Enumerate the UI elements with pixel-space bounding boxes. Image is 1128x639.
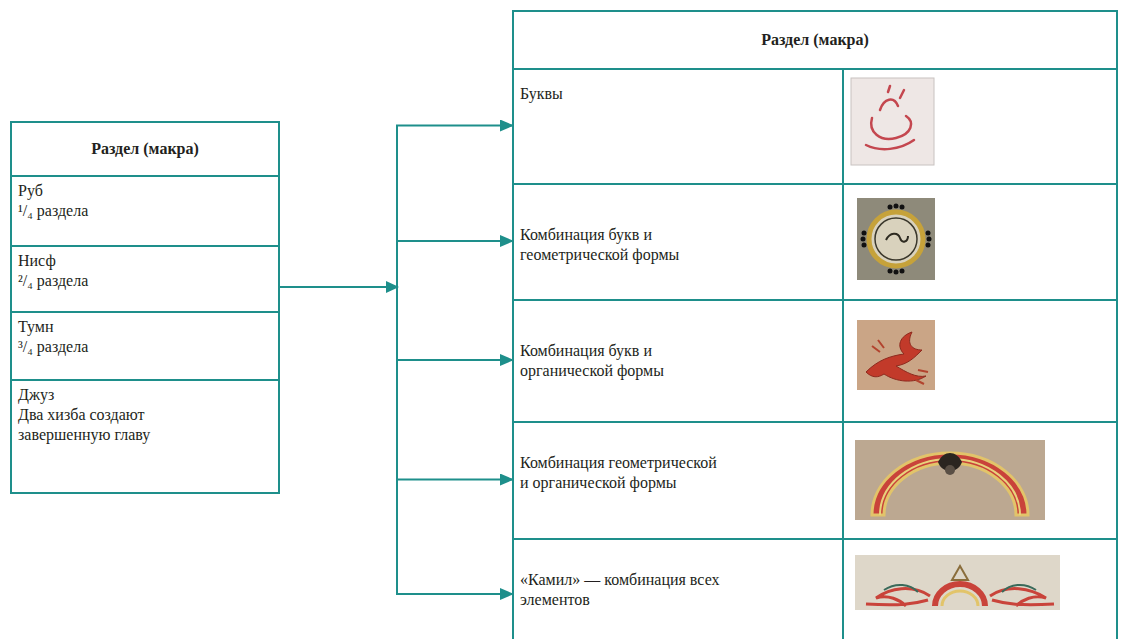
row-text: Комбинация букв и геометрической формы — [520, 225, 725, 265]
row-text: ³/₄ раздела — [18, 337, 198, 357]
row-text: Руб — [18, 181, 198, 201]
table-box: Раздел (макра)Руб¹/₄ разделаНисф²/₄ разд… — [10, 121, 280, 494]
header-text: Раздел (макра) — [12, 123, 278, 175]
row-text: Тумн — [18, 317, 198, 337]
row-text: Комбинация геометрической и органической… — [520, 453, 725, 493]
column-divider — [842, 68, 844, 639]
geometric-ornament — [857, 198, 935, 280]
table-row: Комбинация геометрической и органической… — [514, 421, 1116, 538]
row-text: Два хизба создают завершенную главу — [18, 405, 198, 445]
row-text: Джуз — [18, 385, 198, 405]
row-text: «Камил» — комбинация всех элементов — [520, 570, 725, 610]
row-text: Нисф — [18, 251, 198, 271]
arch-ornament — [855, 440, 1045, 520]
row-text: ²/₄ раздела — [18, 271, 198, 291]
connector-arrow — [280, 241, 513, 287]
table-row: Комбинация букв и геометрической формы — [514, 183, 1116, 299]
table-row: Руб¹/₄ раздела — [12, 175, 278, 245]
table-row: ДжузДва хизба создают завершенную главу — [12, 379, 278, 492]
organic-ornament — [857, 320, 935, 390]
complete-ornament — [855, 555, 1060, 610]
table-row: «Камил» — комбинация всех элементов — [514, 538, 1116, 639]
letters-ornament — [851, 78, 934, 165]
table-row: Комбинация букв и органической формы — [514, 299, 1116, 421]
table-row: Тумн³/₄ раздела — [12, 311, 278, 379]
table-row: Нисф²/₄ раздела — [12, 245, 278, 311]
row-text: Буквы — [520, 84, 725, 104]
table-box: Раздел (макра) БуквыКомбинация букв и гео… — [512, 10, 1118, 639]
row-text: Комбинация букв и органической формы — [520, 341, 725, 381]
connector-arrow — [280, 287, 513, 594]
row-text: ¹/₄ раздела — [18, 201, 198, 221]
connector-arrow — [280, 126, 513, 288]
table-row: Буквы — [514, 68, 1116, 183]
header-text: Раздел (макра) — [514, 12, 1116, 68]
